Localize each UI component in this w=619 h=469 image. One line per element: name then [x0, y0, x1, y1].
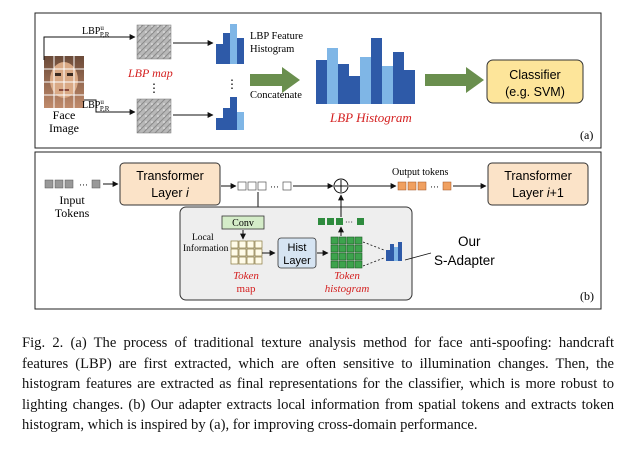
local-info-label-2: Information [183, 243, 229, 254]
transformer-next-label-1: Transformer [504, 169, 572, 183]
classifier-box [486, 59, 584, 104]
output-tokens-label: Output tokens [392, 167, 448, 178]
face-image [44, 56, 84, 108]
branch-arrow-bottom [84, 99, 136, 115]
svg-text:···: ··· [430, 182, 439, 192]
transformer-i-label-1: Transformer [136, 169, 204, 183]
our-label-2: S-Adapter [434, 253, 495, 268]
middle-tokens: ··· [237, 181, 292, 192]
svg-text:···: ··· [345, 218, 353, 227]
token-map-grid [230, 240, 263, 265]
panel-a-frame [34, 12, 602, 149]
token-histogram-grid [330, 236, 363, 269]
output-tokens: ··· [397, 181, 452, 192]
input-tokens-label-1: Input [59, 193, 85, 207]
lbp-map-bottom [136, 98, 172, 134]
transformer-i-label-2: Layer i [151, 186, 190, 200]
conv-box [221, 215, 265, 230]
feature-hist-label-2: Histogram [250, 44, 294, 55]
feature-hist-label-1: LBP Feature [250, 31, 303, 42]
lbp-histogram-label: LBP Histogram [329, 110, 412, 125]
token-map-label-2: map [237, 283, 256, 295]
token-hist-label-2: histogram [325, 283, 370, 295]
hist-layer-box [277, 237, 317, 269]
transformer-layer-next [487, 162, 589, 206]
pointer-line [404, 252, 432, 261]
feature-histogram-top [216, 24, 244, 64]
hist-layer-label-2: Layer [283, 255, 311, 267]
token-map-label-1: Token [233, 270, 259, 282]
dots-hists: ⋮ [226, 77, 238, 91]
conv-label: Conv [232, 218, 254, 229]
classifier-label-2: (e.g. SVM) [505, 85, 565, 99]
branch-arrow-top [43, 34, 136, 60]
transformer-next-label-2: Layer i+1 [512, 186, 564, 200]
our-label-1: Our [458, 234, 481, 249]
concatenate-label: Concatenate [250, 90, 302, 101]
lbp-map-label: LBP map [127, 66, 173, 80]
classifier-label-1: Classifier [509, 68, 560, 82]
concatenate-arrow [250, 67, 300, 93]
token-hist-label-1: Token [334, 270, 360, 282]
panel-b-tag: (b) [580, 289, 594, 303]
input-tokens-label-2: Tokens [55, 206, 90, 220]
lbp-map-top [136, 24, 172, 60]
svg-text:···: ··· [79, 180, 88, 190]
input-tokens: ··· [44, 179, 101, 190]
hist-layer-label-1: Hist [288, 242, 307, 254]
local-info-label-1: Local [192, 233, 214, 243]
dots-maps: ⋮ [148, 81, 160, 95]
to-classifier-arrow [425, 67, 484, 93]
panel-b-frame [34, 151, 602, 310]
feature-histogram-bottom [216, 97, 244, 130]
figure-caption: Fig. 2. (a) The process of traditional t… [22, 335, 614, 434]
face-label-1: Face [53, 108, 76, 122]
transformer-layer-i [119, 162, 221, 206]
lbp-histogram [316, 38, 415, 104]
green-token-row: ··· [318, 218, 364, 227]
face-label-2: Image [49, 121, 79, 135]
svg-text:···: ··· [270, 182, 279, 192]
panel-a-tag: (a) [580, 128, 593, 142]
mini-histogram [386, 242, 402, 261]
